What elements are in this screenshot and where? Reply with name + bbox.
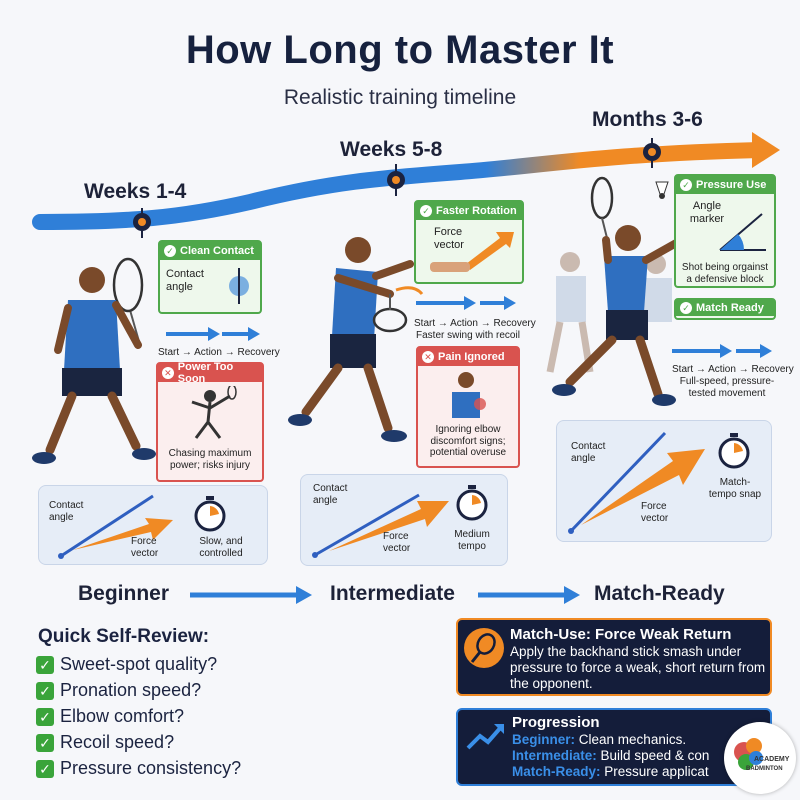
- force-vector-diagram: [568, 431, 705, 534]
- stage-match-ready: Match-Ready: [594, 582, 725, 605]
- phase-label-weeks-1-4: Weeks 1-4: [84, 180, 187, 203]
- stage-intermediate: Intermediate: [330, 582, 455, 605]
- progression-title: Progression: [512, 714, 600, 731]
- intermediate-sequence-arrows: [416, 296, 516, 310]
- academy-logo: ACADEMY BADMINTON: [724, 722, 796, 794]
- beginner-sequence-text: Start → Action → Recovery: [158, 347, 280, 358]
- arm-force-vector-icon: [430, 232, 514, 272]
- review-item: ✓Pressure consistency?: [36, 758, 241, 779]
- review-title: Quick Self-Review:: [38, 626, 210, 647]
- checkmark-icon: ✓: [36, 655, 54, 674]
- intermediate-metrics-panel: Contact angle Force vector Medium tempo: [300, 474, 508, 566]
- advanced-sequence-arrows: [672, 344, 772, 358]
- callout-pressure-use: ✓Pressure Use Angle marker Shot being or…: [674, 174, 776, 288]
- stage-arrow-1: [190, 586, 312, 604]
- milestone-marker-2: [387, 164, 405, 196]
- review-item: ✓Sweet-spot quality?: [36, 654, 217, 675]
- stopwatch-icon: [194, 496, 226, 532]
- warning-x-icon: ✕: [162, 367, 174, 379]
- progression-row-beginner: Beginner: Clean mechanics.: [512, 732, 687, 747]
- review-item: ✓Pronation speed?: [36, 680, 201, 701]
- shuttlecock-icon: [655, 181, 669, 199]
- check-icon: ✓: [164, 245, 176, 257]
- intermediate-sequence-text: Start → Action → Recovery: [414, 318, 536, 329]
- callout-clean-contact: ✓Clean Contact Contact angle: [158, 240, 262, 314]
- angle-marker-icon: [719, 213, 766, 251]
- checkmark-icon: ✓: [36, 707, 54, 726]
- check-icon: ✓: [680, 302, 692, 314]
- progression-box: Progression Beginner: Clean mechanics. I…: [456, 708, 772, 786]
- callout-match-ready: ✓Match Ready: [674, 298, 776, 320]
- overreach-player-icon: [191, 386, 237, 439]
- progression-row-intermediate: Intermediate: Build speed & con: [512, 748, 710, 763]
- review-item: ✓Recoil speed?: [36, 732, 174, 753]
- phase-label-months-3-6: Months 3-6: [592, 108, 703, 131]
- contact-angle-icon: [229, 268, 249, 304]
- callout-pain-ignored: ✕Pain Ignored Ignoring elbow discomfort …: [416, 346, 520, 468]
- checkmark-icon: ✓: [36, 733, 54, 752]
- page-title: How Long to Master It: [185, 28, 615, 72]
- checkmark-icon: ✓: [36, 759, 54, 778]
- milestone-marker-3: [643, 138, 661, 168]
- callout-power-too-soon: ✕Power Too Soon Chasing maximum power; r…: [156, 361, 264, 482]
- beginner-player-illustration: [32, 257, 156, 464]
- warning-x-icon: ✕: [422, 351, 434, 363]
- match-use-text: Apply the backhand stick smash under pre…: [510, 644, 766, 692]
- stopwatch-icon: [456, 485, 488, 521]
- beginner-sequence-arrows: [166, 327, 260, 341]
- stage-beginner: Beginner: [78, 582, 170, 605]
- progression-row-match-ready: Match-Ready: Pressure applicat: [512, 764, 709, 779]
- advanced-sequence-text: Start → Action → Recovery: [672, 364, 794, 375]
- elbow-pain-icon: [452, 372, 486, 418]
- match-use-title: Match-Use: Force Weak Return: [510, 626, 732, 643]
- stage-arrow-2: [478, 586, 580, 604]
- milestone-marker-1: [133, 208, 151, 238]
- review-item: ✓Elbow comfort?: [36, 706, 184, 727]
- force-vector-diagram: [58, 494, 173, 559]
- stopwatch-icon: [718, 433, 750, 469]
- advanced-player-illustration: [546, 176, 682, 406]
- beginner-metrics-panel: Contact angle Force vector Slow, and con…: [38, 485, 268, 565]
- checkmark-icon: ✓: [36, 681, 54, 700]
- callout-faster-rotation: ✓Faster Rotation Force vector: [414, 200, 524, 284]
- intermediate-sequence-subtext: Faster swing with recoil: [416, 330, 520, 341]
- trending-up-icon: [466, 724, 504, 750]
- timeline-path: [32, 132, 780, 238]
- racket-icon: [464, 628, 504, 668]
- match-use-box: Match-Use: Force Weak Return Apply the b…: [456, 618, 772, 696]
- advanced-metrics-panel: Contact angle Force vector Match-tempo s…: [556, 420, 772, 542]
- phase-label-weeks-5-8: Weeks 5-8: [340, 138, 443, 161]
- check-icon: ✓: [420, 205, 432, 217]
- check-icon: ✓: [680, 179, 692, 191]
- force-vector-diagram: [312, 493, 449, 558]
- advanced-sequence-subtext: Full-speed, pressure-tested movement: [679, 376, 775, 399]
- intermediate-player-illustration: [288, 237, 424, 442]
- page-subtitle: Realistic training timeline: [283, 86, 517, 109]
